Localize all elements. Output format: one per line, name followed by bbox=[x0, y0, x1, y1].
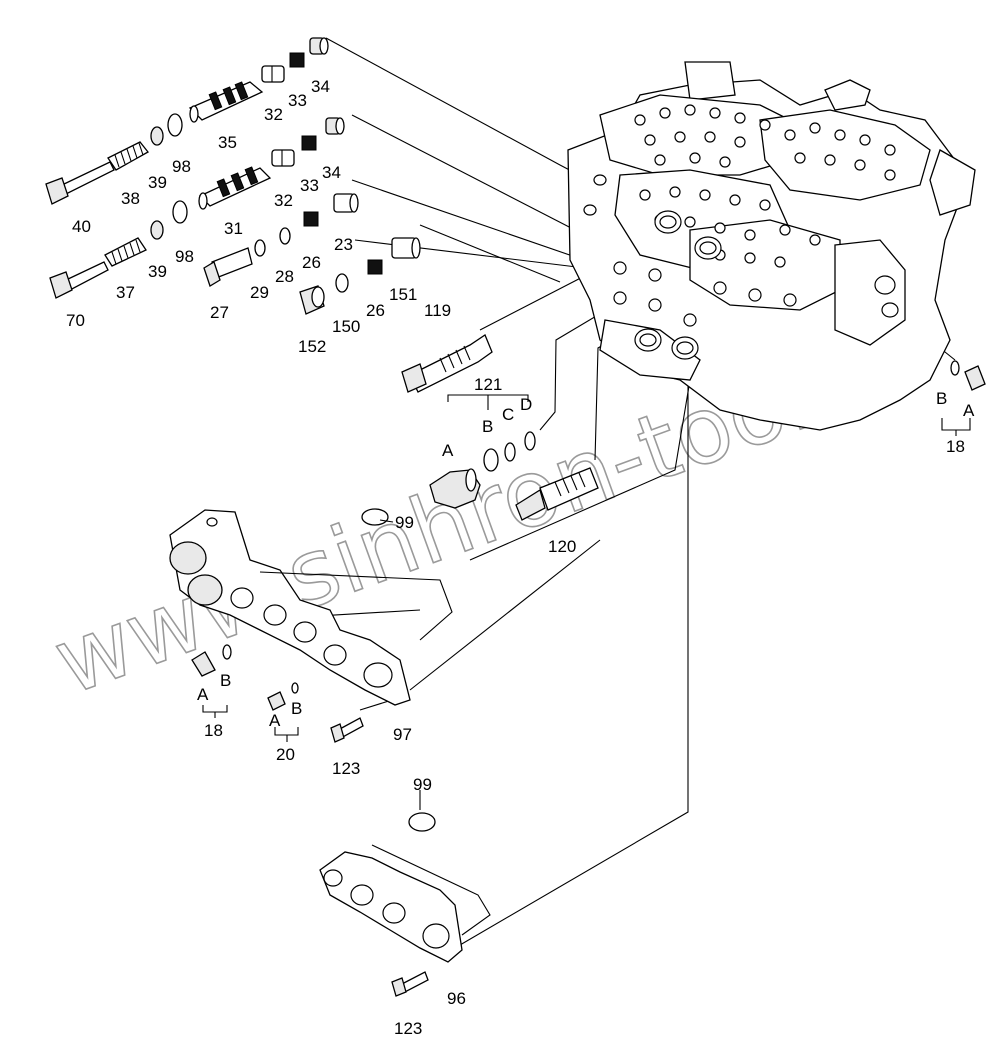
label-33-upper: 33 bbox=[288, 91, 307, 110]
part-20-plug bbox=[267, 682, 299, 711]
label-26-upper: 26 bbox=[302, 253, 321, 272]
label-23: 23 bbox=[334, 235, 353, 254]
label-39-lower: 39 bbox=[148, 262, 167, 281]
part-23-cap bbox=[333, 193, 359, 213]
spool-assembly bbox=[45, 37, 493, 393]
label-121-d: D bbox=[520, 395, 532, 414]
label-20: 20 bbox=[276, 745, 295, 764]
part-99-oring-lower bbox=[408, 812, 436, 832]
label-34-lower: 34 bbox=[322, 163, 341, 182]
part-32-lower bbox=[271, 149, 295, 167]
part-121-valve bbox=[429, 431, 536, 509]
part-27-plug bbox=[203, 247, 253, 287]
label-18-right: 18 bbox=[946, 437, 965, 456]
part-26-spring-lower bbox=[367, 259, 383, 275]
label-40: 40 bbox=[72, 217, 91, 236]
label-151: 151 bbox=[389, 285, 417, 304]
label-18-left: 18 bbox=[204, 721, 223, 740]
part-99-oring-upper bbox=[361, 508, 389, 526]
label-35: 35 bbox=[218, 133, 237, 152]
part-26-spring-upper bbox=[303, 211, 319, 227]
label-121-a: A bbox=[442, 441, 454, 460]
part-151-cap bbox=[391, 237, 421, 259]
part-18-plug-left bbox=[191, 644, 232, 677]
label-ticks bbox=[202, 394, 971, 810]
part-34-cap-lower bbox=[325, 117, 345, 135]
valve-ports bbox=[583, 174, 899, 360]
label-152: 152 bbox=[298, 337, 326, 356]
part-40-bolt bbox=[45, 161, 115, 205]
part-123-bolt-upper bbox=[330, 717, 364, 743]
label-31: 31 bbox=[224, 219, 243, 238]
label-98-lower: 98 bbox=[175, 247, 194, 266]
label-98-upper: 98 bbox=[172, 157, 191, 176]
part-38-spring bbox=[107, 141, 149, 171]
part-34-cap-upper bbox=[309, 37, 329, 55]
part-121-d-oring bbox=[524, 431, 536, 451]
part-32-upper bbox=[261, 65, 285, 83]
part-119-relief-valve bbox=[401, 334, 493, 393]
label-33-lower: 33 bbox=[300, 176, 319, 195]
part-28-oring bbox=[279, 227, 291, 245]
part-97-cover bbox=[169, 509, 453, 706]
control-valve-body bbox=[567, 61, 976, 431]
label-20-a: A bbox=[269, 711, 281, 730]
label-70: 70 bbox=[66, 311, 85, 330]
label-123-lower: 123 bbox=[394, 1019, 422, 1038]
label-121-c: C bbox=[502, 405, 514, 424]
label-123-upper: 123 bbox=[332, 759, 360, 778]
label-121: 121 bbox=[474, 375, 502, 394]
label-18-right-a: A bbox=[963, 401, 975, 420]
part-98-oring-upper bbox=[167, 113, 183, 137]
part-120-valve bbox=[515, 467, 599, 521]
label-38: 38 bbox=[121, 189, 140, 208]
label-37: 37 bbox=[116, 283, 135, 302]
part-39-washer-lower bbox=[150, 220, 164, 240]
part-98-oring-lower bbox=[172, 200, 188, 224]
label-119: 119 bbox=[424, 301, 451, 320]
label-97: 97 bbox=[393, 725, 412, 744]
label-96: 96 bbox=[447, 989, 466, 1008]
part-96-cover bbox=[319, 844, 491, 963]
label-150: 150 bbox=[332, 317, 360, 336]
part-123-bolt-lower bbox=[391, 971, 429, 997]
label-39-upper: 39 bbox=[148, 173, 167, 192]
label-99-upper: 99 bbox=[395, 513, 414, 532]
part-31-spool bbox=[198, 166, 272, 210]
label-28: 28 bbox=[275, 267, 294, 286]
leader-lines bbox=[249, 37, 956, 946]
label-18-left-a: A bbox=[197, 685, 209, 704]
part-152-plug bbox=[299, 285, 325, 315]
part-33-spring-upper bbox=[289, 52, 305, 68]
label-20-b: B bbox=[291, 699, 302, 718]
part-labels: 34 33 32 35 98 39 38 40 34 33 32 31 98 3… bbox=[66, 77, 975, 1038]
label-18-left-b: B bbox=[220, 671, 231, 690]
label-34-upper: 34 bbox=[311, 77, 330, 96]
part-18-plug-right bbox=[950, 360, 986, 391]
label-99-lower: 99 bbox=[413, 775, 432, 794]
part-33-spring-lower bbox=[301, 135, 317, 151]
label-27: 27 bbox=[210, 303, 229, 322]
label-120: 120 bbox=[548, 537, 576, 556]
label-121-b: B bbox=[482, 417, 493, 436]
part-121-c-ring bbox=[504, 442, 516, 462]
part-29-oring bbox=[254, 239, 266, 257]
part-70-bolt bbox=[49, 261, 109, 299]
part-150-oring bbox=[335, 273, 349, 293]
valve-bolt-holes bbox=[613, 104, 896, 327]
label-29: 29 bbox=[250, 283, 269, 302]
label-26-lower: 26 bbox=[366, 301, 385, 320]
label-18-right-b: B bbox=[936, 389, 947, 408]
part-39-washer-upper bbox=[150, 126, 164, 146]
label-32-upper: 32 bbox=[264, 105, 283, 124]
part-35-spool bbox=[188, 81, 264, 123]
label-32-lower: 32 bbox=[274, 191, 293, 210]
part-37-spring bbox=[104, 237, 147, 267]
part-121-b-oring bbox=[483, 448, 499, 472]
